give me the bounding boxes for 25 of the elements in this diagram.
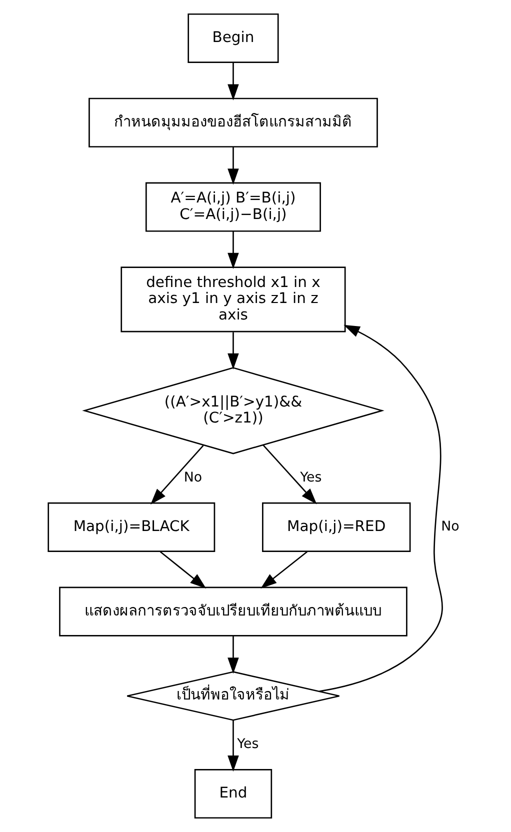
arrow: [260, 551, 308, 589]
arrow: [227, 720, 238, 772]
arrow: [150, 445, 204, 504]
node-box: A′=A(i,j) B′=B(i,j) C′=A(i,j)−B(i,j): [144, 182, 320, 232]
arrow: [159, 551, 206, 589]
node-box: End: [194, 769, 272, 819]
arrow: [227, 62, 238, 100]
arrow: [227, 231, 238, 269]
arrow: [227, 147, 238, 185]
edge-label: Yes: [300, 470, 322, 486]
edge-label: No: [440, 520, 459, 535]
arrow: [262, 444, 316, 504]
edge-label: No: [183, 470, 202, 486]
node-box: Begin: [187, 13, 278, 64]
arrow: [227, 636, 238, 674]
arrow: [318, 324, 442, 692]
node-diamond: ((A′>x1||B′>y1)&& (C′>z1)): [82, 367, 384, 454]
node-box: Map(i,j)=RED: [262, 502, 410, 552]
arrow: [227, 332, 238, 370]
edge-label: Yes: [236, 737, 258, 752]
node-diamond: เป็นที่พอใจหรือไม่: [126, 671, 340, 721]
node-box: แสดงผลการตรวจจับเปรียบเทียบกับภาพต้นแบบ: [58, 586, 407, 636]
node-box: Map(i,j)=BLACK: [47, 502, 215, 552]
node-box: define threshold x1 in x axis y1 in y axis z1 in z axis: [120, 266, 346, 332]
node-box: กำหนดมุมมองของฮีสโตแกรมสามมิติ: [88, 98, 378, 148]
